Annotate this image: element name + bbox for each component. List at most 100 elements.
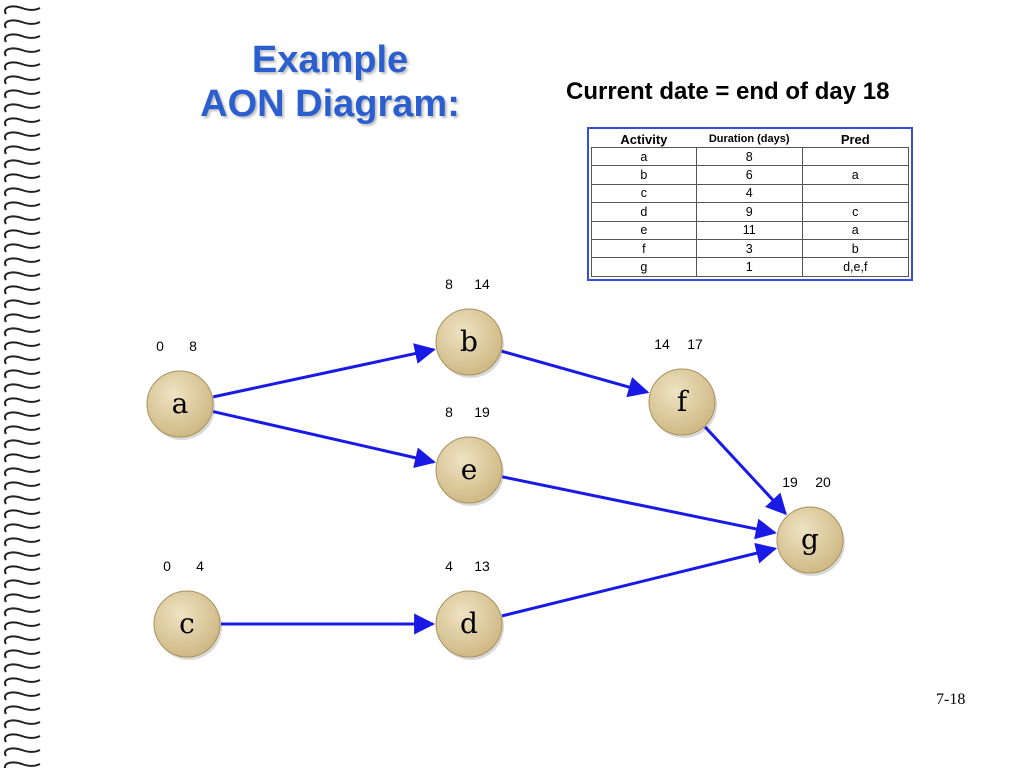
table-row: a 8	[591, 146, 910, 167]
activity-table: Activity Duration (days) Pred a 8 b 6 a …	[591, 131, 910, 277]
spiral-ring	[4, 33, 41, 43]
spiral-ring	[4, 243, 41, 253]
spiral-ring	[4, 705, 41, 715]
node-e: e 8 19	[435, 404, 504, 506]
node-finish-time: 19	[474, 404, 490, 420]
spiral-ring	[4, 369, 41, 379]
spiral-ring	[4, 719, 41, 729]
spiral-ring	[4, 355, 41, 365]
spiral-ring	[4, 313, 41, 323]
node-label: d	[460, 607, 478, 640]
spiral-ring	[4, 411, 41, 421]
spiral-ring	[4, 453, 41, 463]
node-start-time: 4	[445, 558, 453, 574]
spiral-ring	[4, 551, 41, 561]
spiral-ring	[4, 523, 41, 533]
spiral-ring	[4, 285, 41, 295]
spiral-ring	[4, 187, 41, 197]
spiral-ring	[4, 383, 41, 393]
node-start-time: 14	[654, 336, 670, 352]
spiral-ring	[4, 257, 41, 267]
edge-a-to-b	[212, 343, 436, 399]
spiral-ring	[4, 117, 41, 127]
spiral-ring	[4, 425, 41, 435]
node-finish-time: 8	[189, 338, 197, 354]
spiral-ring	[4, 747, 41, 757]
spiral-ring	[4, 691, 41, 701]
spiral-ring	[4, 131, 41, 141]
spiral-ring	[4, 5, 41, 15]
node-f: f 14 17	[648, 336, 717, 438]
node-start-time: 8	[445, 404, 453, 420]
node-circle	[648, 368, 716, 436]
spiral-ring	[4, 761, 41, 768]
node-finish-time: 20	[815, 474, 831, 490]
node-circle	[146, 370, 214, 438]
spiral-ring	[4, 89, 41, 99]
node-label: f	[677, 385, 690, 418]
node-a: a 0 8	[146, 338, 215, 440]
spiral-ring	[4, 621, 41, 631]
node-start-time: 19	[782, 474, 798, 490]
title-line-1: Example	[251, 39, 409, 81]
spiral-ring	[4, 61, 41, 71]
page-number: 7-18	[936, 691, 966, 708]
node-start-time: 8	[445, 276, 453, 292]
spiral-ring	[4, 481, 41, 491]
slide-title: Example AON Diagram:	[150, 38, 510, 126]
spiral-ring	[4, 579, 41, 589]
spiral-ring	[4, 649, 41, 659]
title-line-2: AON Diagram:	[200, 83, 460, 125]
edge-e-to-g	[502, 475, 777, 540]
node-circle	[153, 590, 221, 658]
spiral-ring	[4, 341, 41, 351]
node-circle	[435, 436, 503, 504]
node-finish-time: 14	[474, 276, 490, 292]
edge-a-to-e	[212, 410, 436, 469]
node-finish-time: 17	[687, 336, 703, 352]
edge-f-to-g	[704, 425, 787, 516]
node-circle	[435, 590, 503, 658]
spiral-ring	[4, 47, 41, 57]
node-label: g	[801, 523, 819, 556]
spiral-ring	[4, 397, 41, 407]
spiral-ring	[4, 593, 41, 603]
spiral-ring	[4, 537, 41, 547]
node-start-time: 0	[156, 338, 164, 354]
node-label: e	[461, 453, 478, 486]
spiral-ring	[4, 467, 41, 477]
header-pred: Pred	[802, 131, 909, 148]
spiral-ring	[4, 327, 41, 337]
spiral-ring	[4, 103, 41, 113]
edge-b-to-f	[501, 349, 650, 398]
spiral-ring	[4, 145, 41, 155]
spiral-ring	[4, 509, 41, 519]
spiral-ring	[4, 19, 41, 29]
spiral-ring	[4, 75, 41, 85]
node-g: g 19 20	[776, 474, 845, 576]
current-date-text: Current date = end of day 18	[566, 78, 890, 105]
spiral-ring	[4, 607, 41, 617]
spiral-ring	[4, 229, 41, 239]
activity-table-frame: Activity Duration (days) Pred a 8 b 6 a …	[587, 127, 913, 281]
table-row: g 1 d,e,f	[591, 257, 910, 277]
edge-d-to-g	[501, 542, 778, 618]
spiral-ring	[4, 635, 41, 645]
spiral-ring	[4, 215, 41, 225]
spiral-ring	[4, 201, 41, 211]
node-finish-time: 13	[474, 558, 490, 574]
spiral-ring	[4, 565, 41, 575]
node-label: a	[172, 387, 189, 420]
cell-pred: d,e,f	[801, 257, 910, 277]
spiral-ring	[4, 663, 41, 673]
spiral-ring	[4, 299, 41, 309]
node-start-time: 0	[163, 558, 171, 574]
notebook-spiral-binding	[4, 5, 41, 768]
spiral-ring	[4, 733, 41, 743]
spiral-ring	[4, 495, 41, 505]
spiral-ring	[4, 677, 41, 687]
node-circle	[776, 506, 844, 574]
